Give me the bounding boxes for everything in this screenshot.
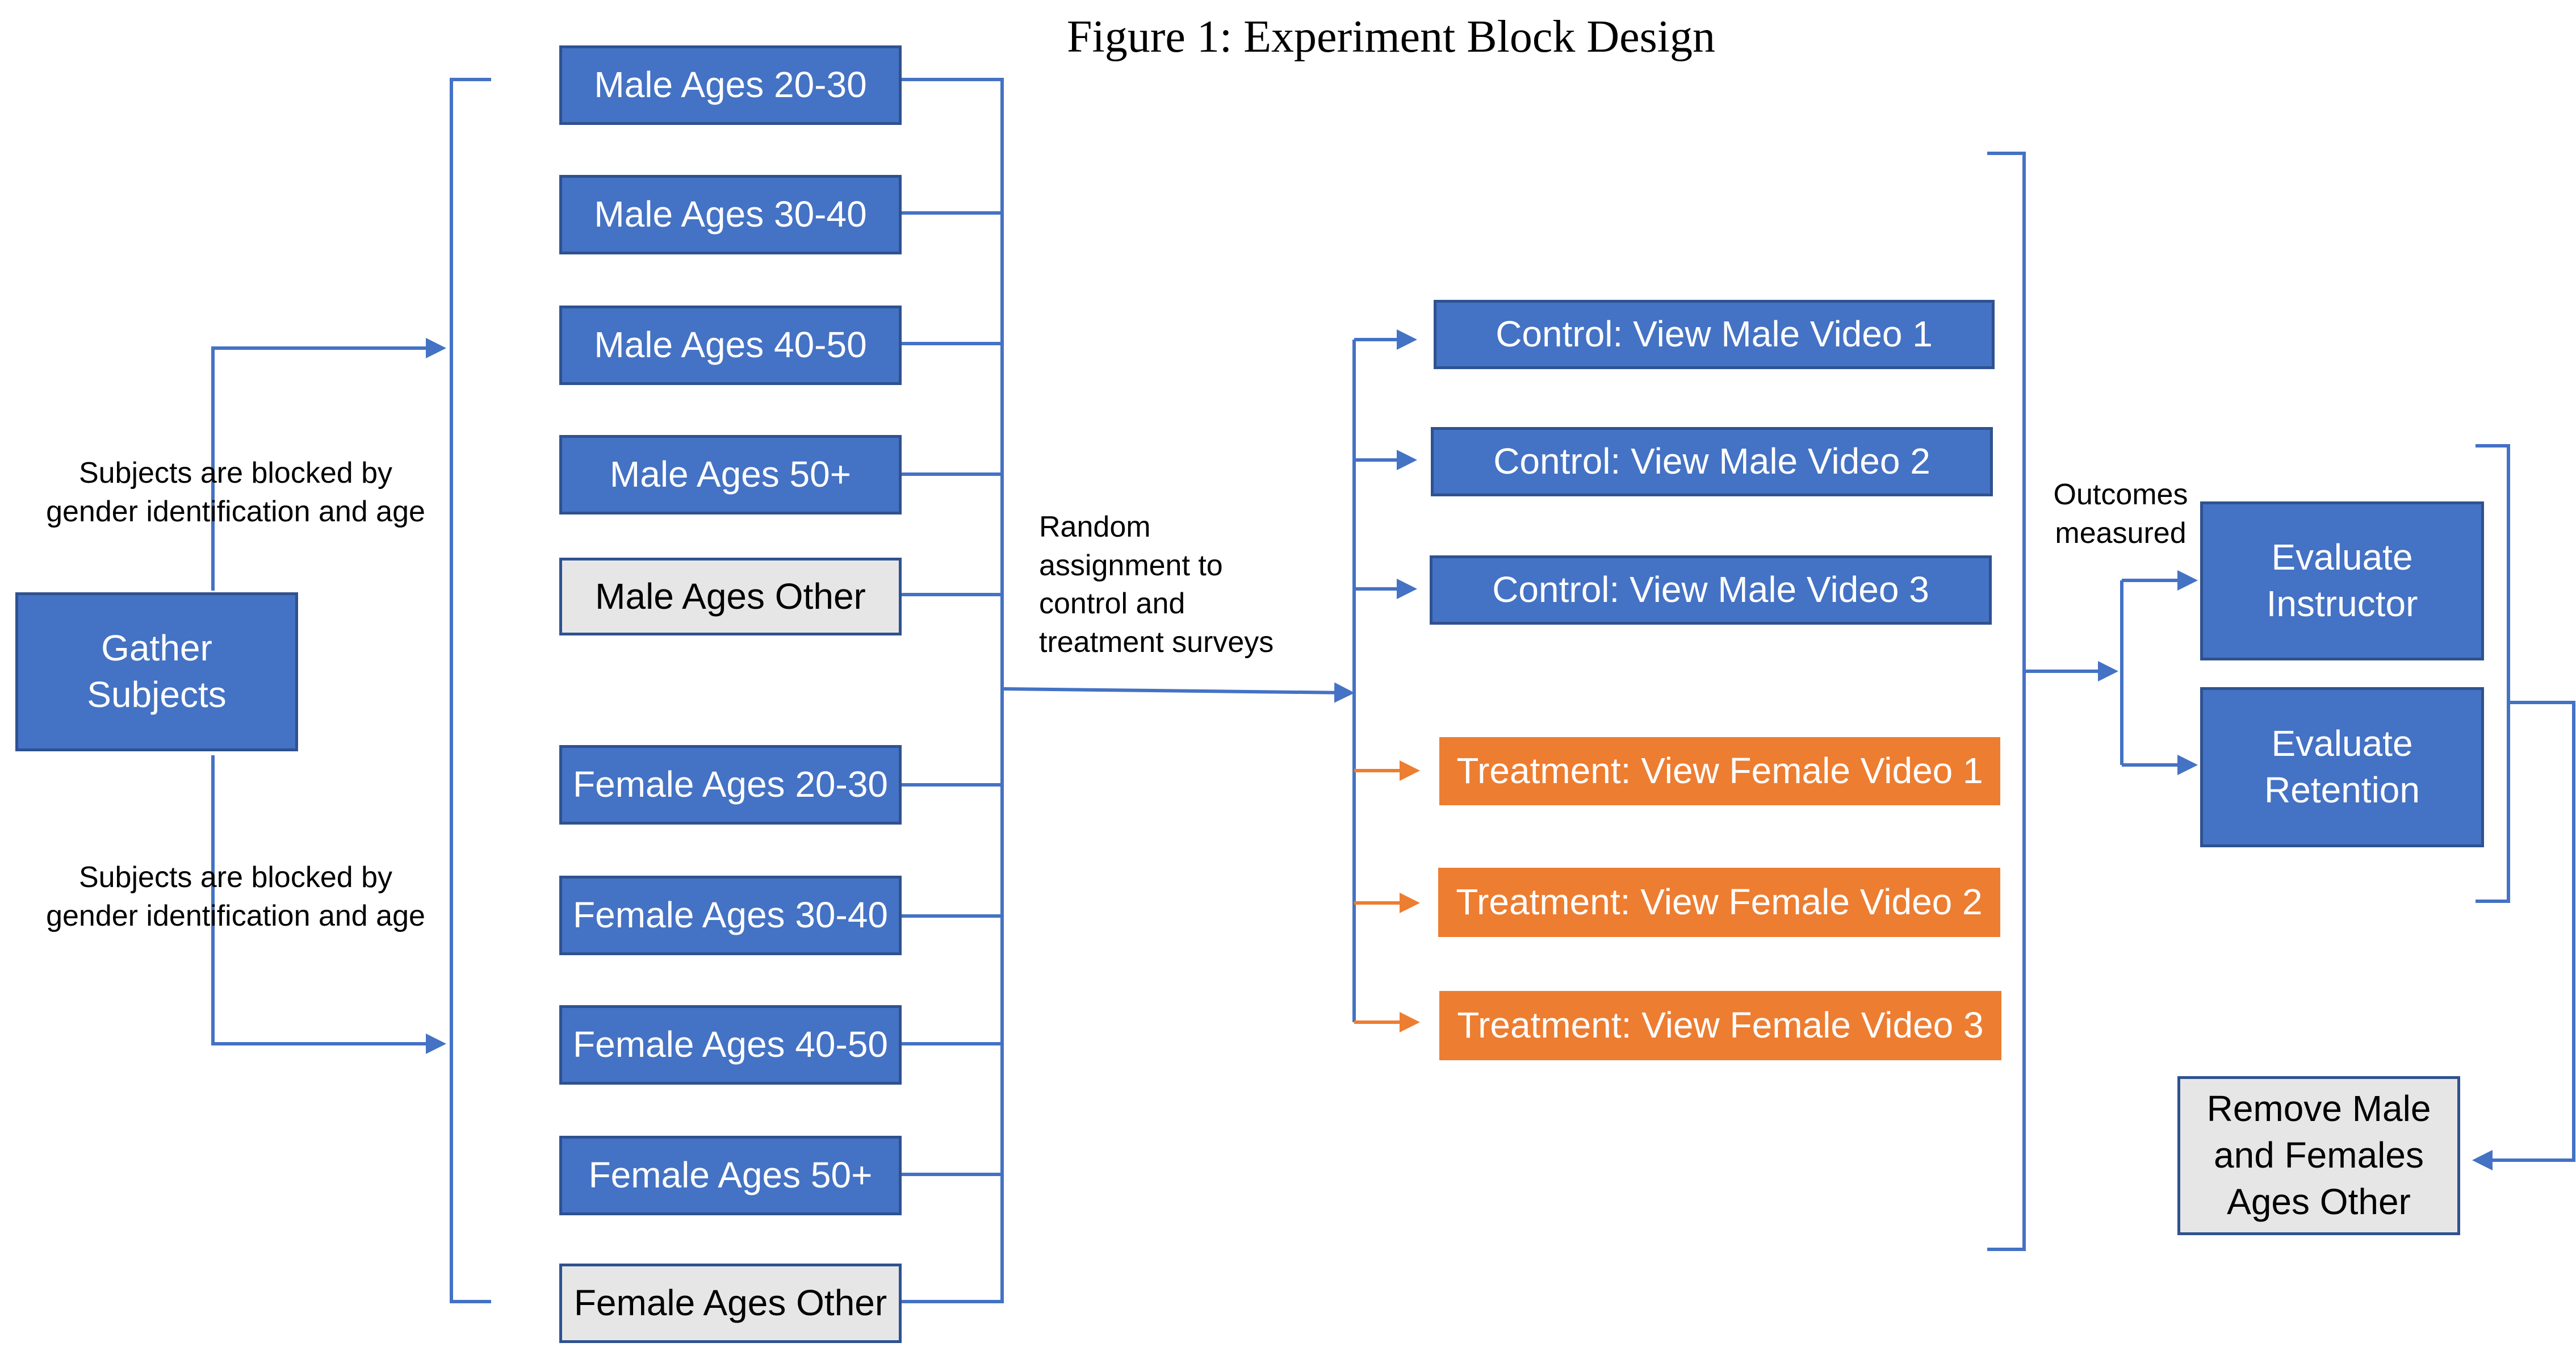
condition-box-control: Control: View Male Video 1	[1434, 300, 1995, 369]
condition-box-treatment: Treatment: View Female Video 1	[1439, 737, 2000, 805]
outcomes-right-bracket	[2476, 444, 2510, 903]
group-box: Female Ages 20-30	[559, 745, 902, 825]
outcome-box: Evaluate Retention	[2200, 687, 2484, 847]
condition-box-control: Control: View Male Video 3	[1430, 555, 1992, 625]
group-box-other: Male Ages Other	[559, 558, 902, 635]
group-box: Male Ages 50+	[559, 435, 902, 515]
conditions-right-bracket	[1987, 152, 2026, 1251]
removal-arrow	[2472, 701, 2575, 1170]
group-box: Female Ages 50+	[559, 1136, 902, 1215]
condition-box-treatment: Treatment: View Female Video 3	[1439, 991, 2001, 1060]
random-assignment-arrow	[1002, 682, 1355, 703]
block-note-bottom: Subjects are blocked by gender identific…	[46, 861, 425, 932]
group-box: Female Ages 30-40	[559, 876, 902, 955]
arrow-to-male-bracket	[211, 338, 446, 591]
group-collector	[900, 78, 1004, 1303]
group-box: Male Ages 30-40	[559, 175, 902, 254]
removal-box: Remove Male and Females Ages Other	[2177, 1076, 2460, 1235]
groups-left-bracket	[450, 78, 491, 1303]
block-note-top: Subjects are blocked by gender identific…	[46, 457, 425, 528]
random-assignment-note: Random assignment to control and treatme…	[1039, 511, 1274, 659]
condition-box-control: Control: View Male Video 2	[1431, 427, 1993, 496]
condition-box-treatment: Treatment: View Female Video 2	[1438, 868, 2000, 937]
figure-title: Figure 1: Experiment Block Design	[1066, 12, 1716, 62]
gather-subjects-box: Gather Subjects	[15, 592, 298, 751]
arrow-to-female-bracket	[211, 755, 446, 1054]
outcomes-note: Outcomes measured	[2053, 478, 2188, 550]
outcome-box: Evaluate Instructor	[2200, 501, 2484, 660]
group-box: Female Ages 40-50	[559, 1005, 902, 1085]
group-box: Male Ages 40-50	[559, 306, 902, 385]
group-box: Male Ages 20-30	[559, 45, 902, 125]
group-box-other: Female Ages Other	[559, 1264, 902, 1343]
